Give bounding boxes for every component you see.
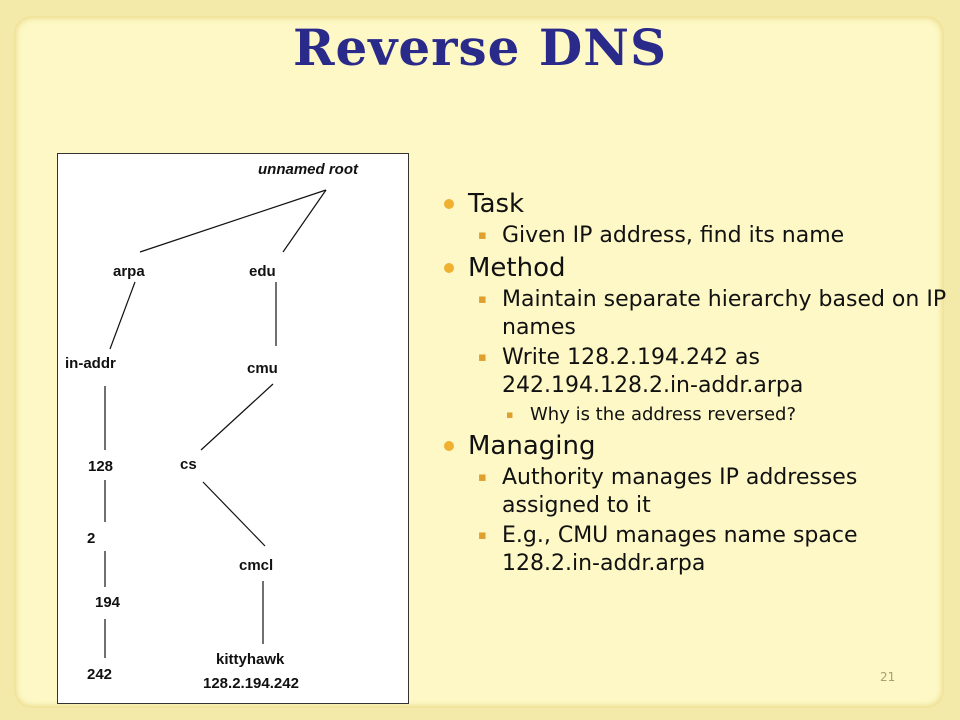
bullet-method-2: Write 128.2.194.242 as 242.194.128.2.in-… (440, 344, 950, 400)
node-194: 194 (95, 594, 121, 611)
bullet-managing-1: Authority manages IP addresses assigned … (440, 464, 950, 520)
node-2: 2 (87, 530, 96, 547)
node-edu: edu (249, 263, 276, 280)
edge-cmu-cs (200, 383, 274, 451)
bullet-method: Method (440, 252, 950, 284)
page-number: 21 (880, 670, 896, 684)
node-128: 128 (88, 458, 114, 475)
node-cmcl: cmcl (239, 557, 274, 574)
bullet-managing: Managing (440, 430, 950, 462)
tree-edges (104, 189, 327, 658)
edge-root-edu (282, 189, 327, 253)
bullet-list: Task Given IP address, find its name Met… (440, 188, 950, 580)
bullet-method-2-1: Why is the address reversed? (440, 402, 950, 428)
slide-title: Reverse DNS (292, 18, 668, 77)
bullet-method-1: Maintain separate hierarchy based on IP … (440, 286, 950, 342)
node-kittyhawk: kittyhawk (216, 651, 285, 668)
node-cs: cs (180, 456, 197, 473)
node-cmu: cmu (247, 360, 278, 377)
dns-tree-diagram: unnamed root arpa edu in-addr cmu 128 cs… (57, 153, 409, 704)
edge-root-arpa (139, 189, 327, 253)
bullet-task: Task (440, 188, 950, 220)
bullet-managing-2: E.g., CMU manages name space 128.2.in-ad… (440, 522, 950, 578)
bullet-task-1: Given IP address, find its name (440, 222, 950, 250)
node-kittyhawk-ip: 128.2.194.242 (203, 675, 299, 692)
edge-arpa-inaddr (109, 281, 136, 350)
edge-cs-cmcl (202, 481, 266, 547)
node-arpa: arpa (113, 263, 145, 280)
node-242: 242 (87, 666, 113, 683)
node-unnamed-root: unnamed root (258, 161, 358, 178)
node-in-addr: in-addr (65, 355, 116, 372)
